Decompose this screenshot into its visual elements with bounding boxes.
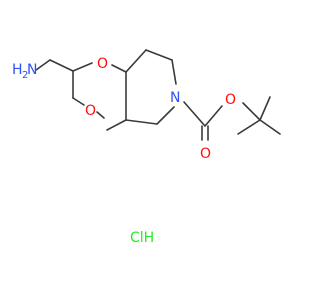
bond (125, 119, 158, 125)
amine-h-label: H (12, 62, 23, 78)
structure-diagram: H 2 N O O N O O ClH (12, 49, 281, 246)
hydrochloride-salt: ClH (130, 230, 154, 246)
bond (106, 119, 127, 131)
bond (125, 49, 147, 73)
bond (156, 106, 175, 125)
bond (145, 49, 173, 61)
bond (35, 59, 51, 71)
amine-n-label: N (27, 62, 37, 78)
ester-oxygen: O (225, 92, 236, 108)
bond (259, 96, 271, 121)
bond (72, 97, 85, 106)
bond (49, 59, 74, 72)
ring-nitrogen: N (170, 90, 180, 106)
bond (259, 119, 281, 135)
bond (204, 105, 223, 127)
amine-h-subscript: 2 (22, 70, 28, 81)
bond (171, 59, 177, 85)
bond-lines (35, 49, 281, 141)
bond (96, 111, 105, 119)
bond (72, 62, 93, 72)
ring-oxygen-upper: O (97, 56, 108, 72)
molecule-drawing: H 2 N O O N O O ClH (12, 49, 281, 246)
bond (242, 102, 261, 121)
bond (237, 119, 261, 135)
ring-oxygen-lower: O (85, 103, 96, 119)
bond (111, 64, 127, 73)
bond (183, 101, 206, 127)
carbonyl-oxygen: O (200, 146, 211, 162)
